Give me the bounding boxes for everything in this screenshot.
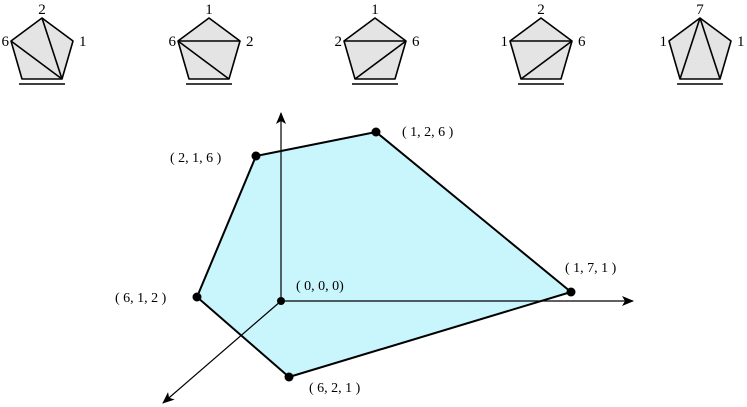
polytope: ( 1, 2, 6 ) ( 2, 1, 6 ) ( 1, 7, 1 ) ( 6,… [115, 112, 634, 404]
vertex-2-1-6 [251, 151, 261, 161]
triangulation-row: 2 6 1 1 6 2 1 2 6 2 1 6 7 1 1 [2, 2, 745, 85]
axis-z [162, 300, 282, 404]
pentagon-3: 1 2 6 [335, 2, 420, 85]
vertex-label-6-1-2: ( 6, 1, 2 ) [115, 291, 167, 306]
vertex-label-top: 2 [537, 2, 545, 18]
triangulation-diagonal [699, 17, 721, 80]
triangulation-diagonal [679, 17, 701, 80]
vertex-label-left: 6 [2, 34, 10, 50]
pentagon-2: 1 6 2 [169, 2, 254, 85]
vertex-label-right: 1 [79, 34, 87, 50]
pentagon-outline [177, 17, 241, 80]
pentagon-outline [509, 17, 573, 80]
pentagon-4: 2 1 6 [501, 2, 586, 85]
vertex-label-left: 2 [335, 34, 343, 50]
vertex-1-7-1 [566, 287, 576, 297]
vertex-label-1-7-1: ( 1, 7, 1 ) [565, 261, 617, 276]
vertex-label-top: 1 [205, 2, 213, 18]
vertex-label-left: 1 [660, 34, 668, 50]
triangulation-diagonal [354, 40, 407, 80]
polytope-face [196, 131, 572, 378]
vertex-6-2-1 [284, 372, 294, 382]
vertex-label-right: 1 [737, 34, 745, 50]
pentagon-outline [668, 17, 732, 80]
vertex-label-right: 6 [412, 34, 420, 50]
origin-label: ( 0, 0, 0) [296, 279, 344, 294]
vertex-6-1-2 [192, 292, 202, 302]
vertex-label-left: 6 [169, 34, 177, 50]
vertex-label-2-1-6: ( 2, 1, 6 ) [170, 151, 222, 166]
origin-point [277, 297, 285, 305]
vertex-label-right: 2 [246, 34, 254, 50]
triangulation-diagonal [177, 40, 230, 80]
pentagon-outline [343, 17, 407, 80]
vertex-label-right: 6 [578, 34, 586, 50]
vertex-label-1-2-6: ( 1, 2, 6 ) [402, 125, 454, 140]
vertex-label-left: 1 [501, 34, 509, 50]
triangulation-diagonal [520, 40, 573, 80]
pentagon-1: 2 6 1 [2, 2, 87, 85]
pentagon-5: 7 1 1 [660, 2, 745, 85]
vertex-1-2-6 [371, 127, 381, 137]
vertex-label-top: 2 [38, 2, 46, 18]
vertex-label-top: 7 [696, 2, 704, 18]
vertex-label-6-2-1: ( 6, 2, 1 ) [309, 381, 361, 396]
triangulation-diagonal [10, 40, 63, 80]
triangulation-diagonal [41, 17, 63, 80]
vertex-label-top: 1 [371, 2, 379, 18]
